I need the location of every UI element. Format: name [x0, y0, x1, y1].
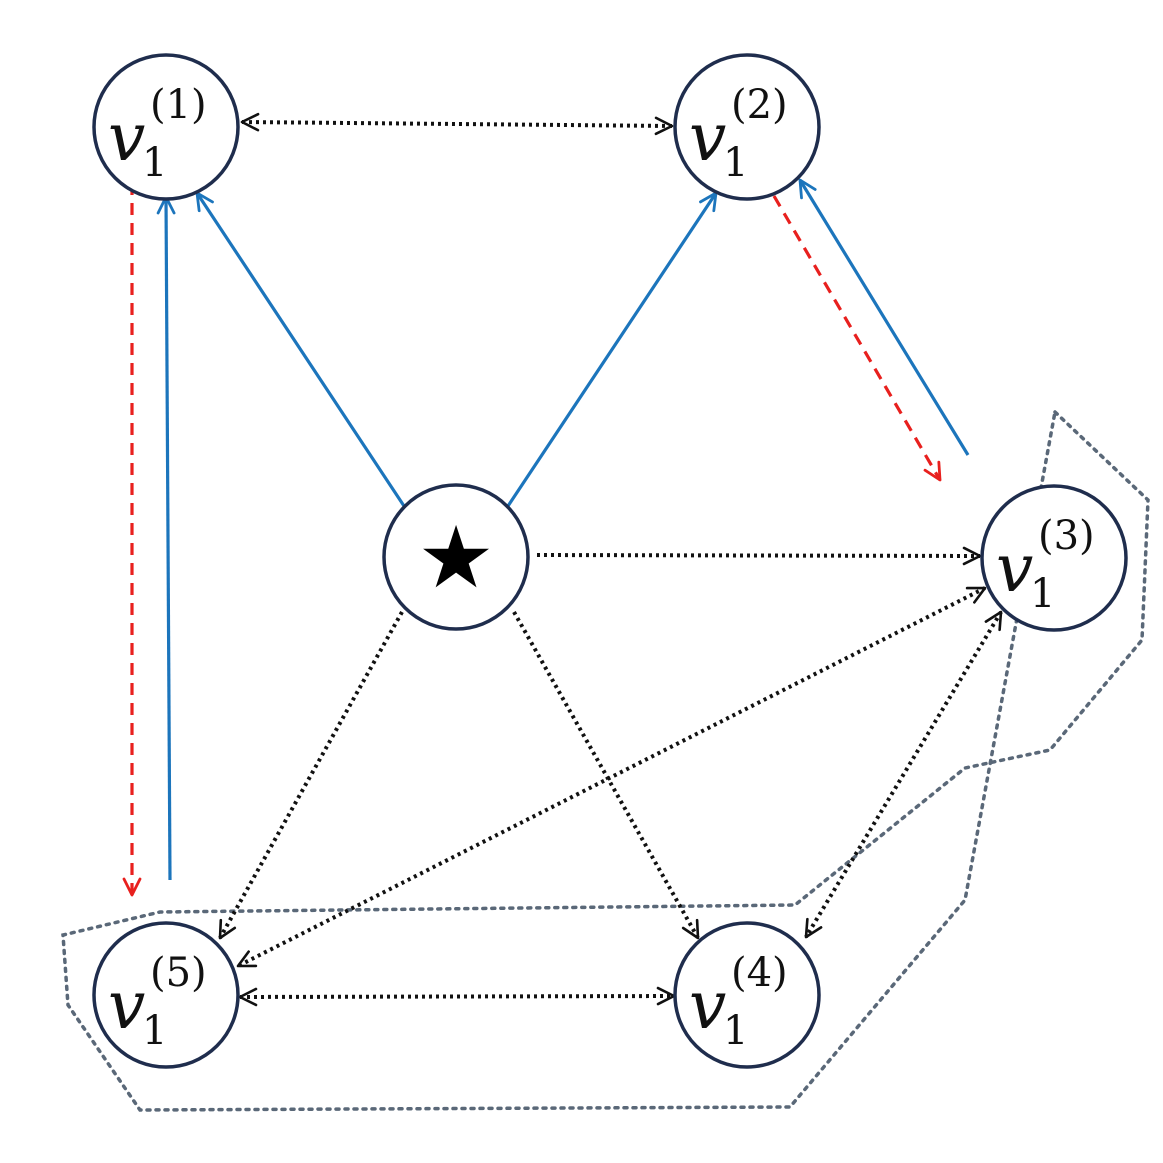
star-icon: ★ [417, 508, 494, 608]
node-label-sub: 1 [723, 1008, 748, 1054]
svg-text:v 1 (4): v 1 (4) [689, 950, 788, 1054]
node-label-base: v [996, 530, 1033, 607]
node-label-sup: (2) [731, 82, 788, 128]
svg-text:v 1 (1): v 1 (1) [108, 82, 207, 186]
node-v1-3: v 1 (3) [980, 484, 1128, 632]
edge-center-to-n3 [536, 546, 982, 566]
node-label-sup: (3) [1038, 513, 1095, 559]
svg-text:v 1 (5): v 1 (5) [108, 950, 207, 1054]
node-v1-1: v 1 (1) [92, 53, 240, 201]
node-label-sub: 1 [142, 1008, 167, 1054]
svg-text:v 1 (3): v 1 (3) [996, 513, 1095, 617]
region-outline [61, 408, 1150, 1112]
node-label-sub: 1 [142, 140, 167, 186]
edge-center-to-n5 [218, 611, 404, 940]
edge-region-to-n2 [798, 178, 970, 456]
edge-center-to-n4 [512, 611, 700, 940]
node-label-sup: (1) [150, 82, 207, 128]
node-label-base: v [689, 99, 726, 176]
node-v1-5: v 1 (5) [92, 921, 240, 1069]
edge-center-to-n2 [506, 191, 718, 507]
center-star-node: ★ [382, 483, 530, 631]
svg-text:v 1 (2): v 1 (2) [689, 82, 788, 186]
edge-n3-n4 [804, 610, 1003, 939]
node-v1-2: v 1 (2) [673, 53, 821, 201]
node-label-base: v [108, 967, 145, 1044]
node-label-sup: (4) [731, 950, 788, 996]
node-label-sub: 1 [1030, 571, 1055, 617]
edge-n2-to-region [772, 195, 942, 482]
node-label-base: v [108, 99, 145, 176]
node-label-sup: (5) [150, 950, 207, 996]
node-label-base: v [689, 967, 726, 1044]
edge-n4-n5 [238, 986, 676, 1007]
edge-region-to-n1 [156, 195, 176, 881]
edge-n1-n2 [240, 112, 674, 136]
node-v1-4: v 1 (4) [673, 921, 821, 1069]
node-label-sub: 1 [723, 140, 748, 186]
edge-center-to-n1 [195, 191, 406, 507]
